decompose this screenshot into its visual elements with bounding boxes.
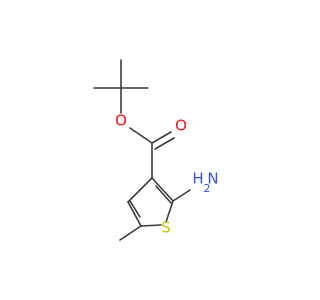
atom-amine-hydrogen: H xyxy=(192,170,203,188)
atom-oxygen-carbonyl: O xyxy=(175,117,187,135)
bond-carbonyl-double-b xyxy=(154,137,175,150)
bond-ring-to-methyl xyxy=(119,225,142,241)
atom-amine-hydrogen-count: 2 xyxy=(204,182,211,195)
bond-ring-c4-c3 xyxy=(127,177,153,203)
bond-ring-s-c5 xyxy=(140,224,162,227)
bond-ring-to-amine xyxy=(172,189,191,202)
atom-sulfur: S xyxy=(161,219,171,237)
molecule-structure: O O S N H 2 xyxy=(93,59,219,241)
bond-ring-c2-s xyxy=(165,200,174,223)
bond-ring-inner-double-2 xyxy=(129,200,141,218)
amine-group: N H 2 xyxy=(192,170,218,196)
atom-amine-nitrogen: N xyxy=(207,170,218,188)
bond-oxygen-to-carbonyl-carbon xyxy=(129,127,153,144)
bond-ring-c5-c4 xyxy=(127,201,142,227)
bond-ring-c3-c2 xyxy=(151,177,174,202)
atom-oxygen-ether: O xyxy=(115,112,127,130)
bond-ring-inner-double-1 xyxy=(155,185,172,204)
bond-carbonyl-double-a xyxy=(151,131,172,144)
